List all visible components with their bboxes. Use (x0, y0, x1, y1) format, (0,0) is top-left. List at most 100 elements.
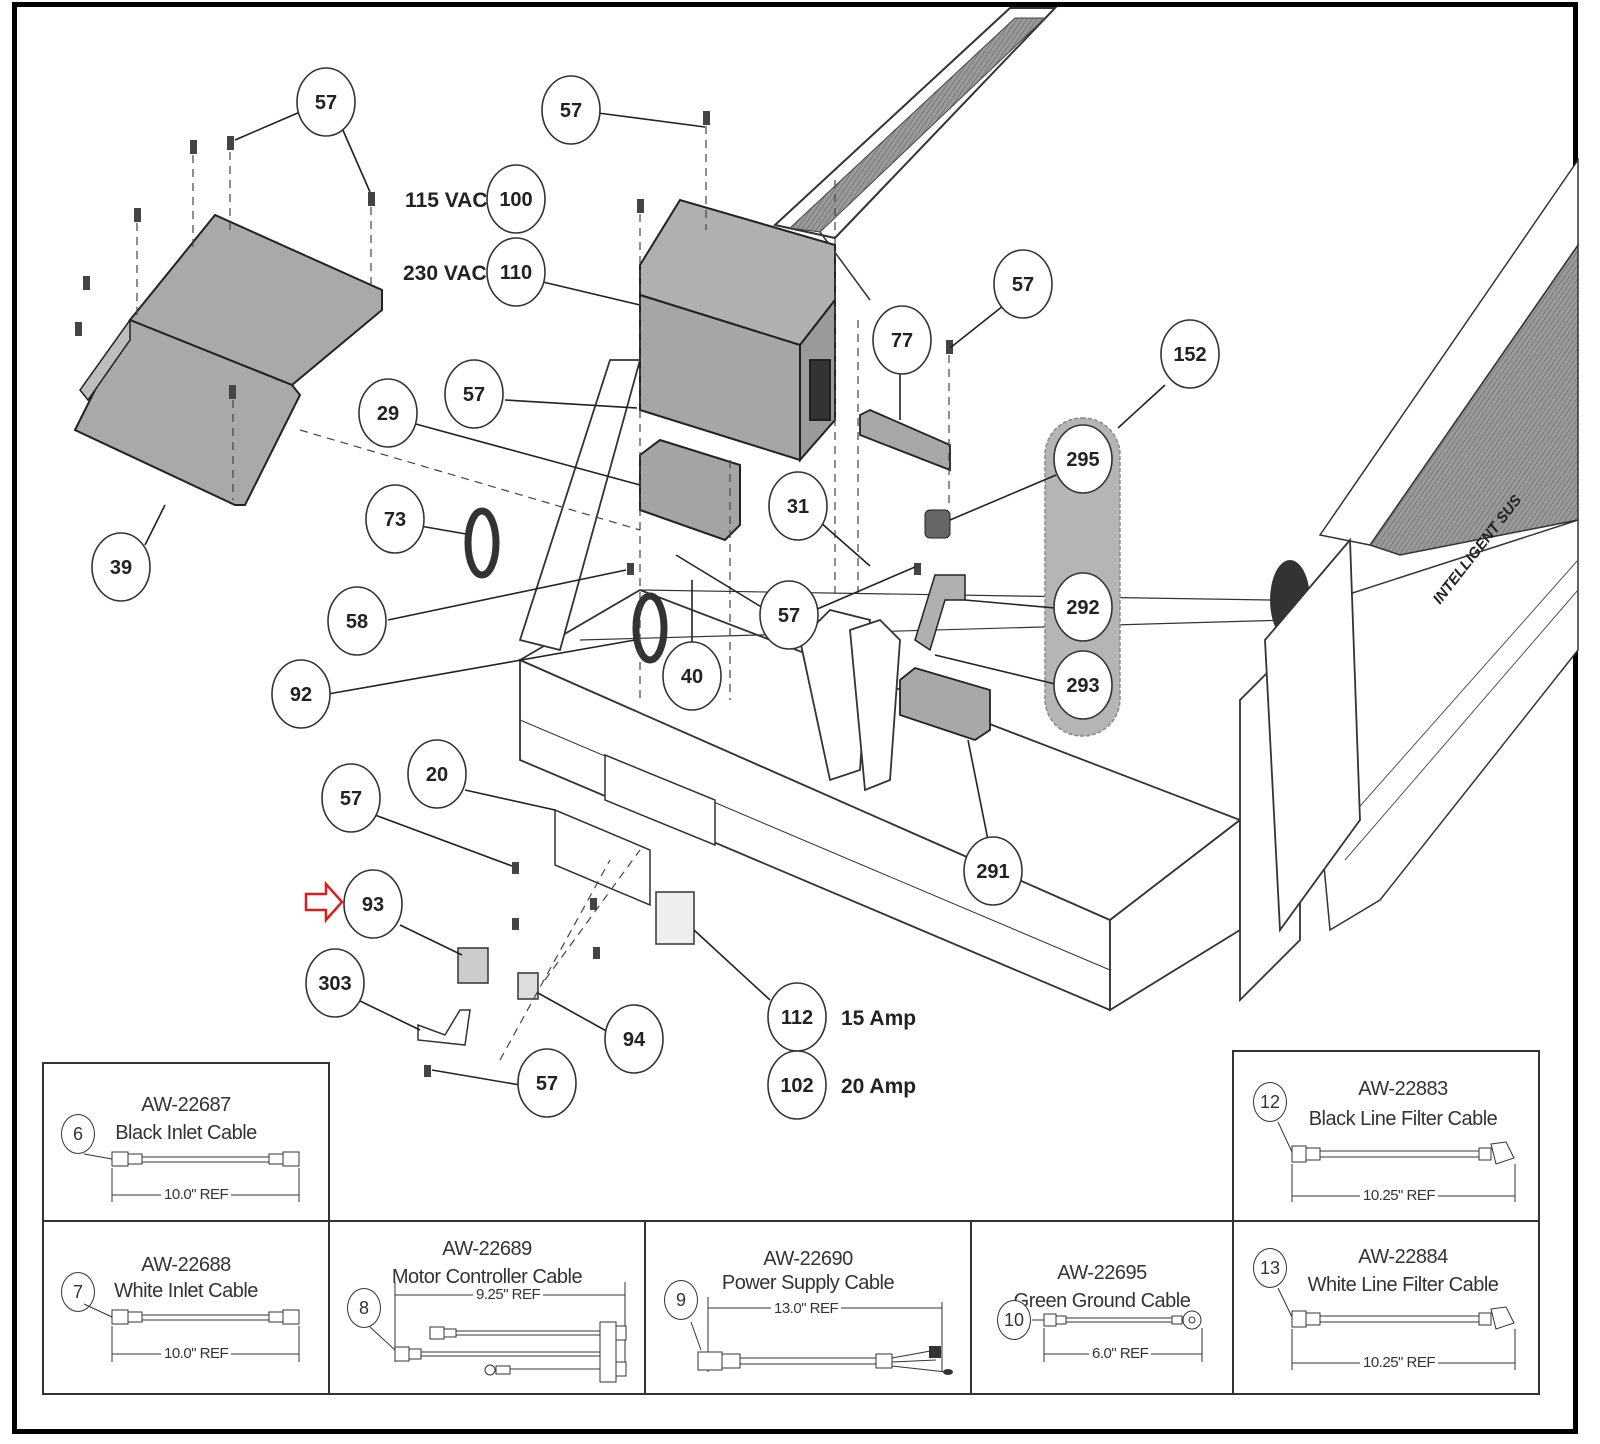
svg-text:31: 31 (787, 496, 809, 518)
svg-text:57: 57 (536, 1073, 558, 1095)
cable-length: 10.0" REF (161, 1345, 232, 1362)
callout-303[interactable]: 303 (305, 948, 365, 1018)
cable-icon (1032, 1310, 1203, 1362)
callout-110[interactable]: 110 (486, 237, 546, 307)
callout-94[interactable]: 94 (604, 1004, 664, 1074)
svg-text:102: 102 (780, 1075, 813, 1097)
cable-length: 9.25" REF (473, 1286, 544, 1303)
callout-57[interactable]: 57 (541, 75, 601, 145)
svg-text:295: 295 (1066, 449, 1099, 471)
svg-text:57: 57 (778, 605, 800, 627)
callout-291[interactable]: 291 (963, 836, 1023, 906)
callout-102[interactable]: 102 (767, 1050, 827, 1120)
svg-text:57: 57 (315, 92, 337, 114)
svg-text:100: 100 (499, 189, 532, 211)
cable-index-callout: 9 (664, 1280, 698, 1320)
part-77-bar (859, 409, 951, 472)
inlet-assembly (417, 753, 716, 1046)
cable-index-callout: 13 (1253, 1248, 1287, 1288)
cover-part-39 (73, 213, 383, 506)
callout-39[interactable]: 39 (91, 532, 151, 602)
highlight-arrow-icon (304, 880, 344, 924)
cable-name: White Inlet Cable (114, 1280, 258, 1302)
cable-part-number: AW-22689 (442, 1238, 532, 1260)
callout-293[interactable]: 293 (1053, 650, 1113, 720)
svg-text:57: 57 (1012, 274, 1034, 296)
cable-index-callout: 10 (997, 1300, 1031, 1340)
cable-cell: AW-22695 Green Ground Cable 10 6.0" REF (970, 1220, 1234, 1395)
callout-77[interactable]: 77 (872, 305, 932, 375)
cable-part-number: AW-22695 (1057, 1262, 1147, 1284)
cable-cell: AW-22690 Power Supply Cable 9 13.0" REF (644, 1220, 972, 1395)
cable-part-number: AW-22690 (763, 1248, 853, 1270)
callout-29[interactable]: 29 (358, 378, 418, 448)
callout-100[interactable]: 100 (486, 164, 546, 234)
callouts: 57 57 100 110 57 77 152 57 29 295 31 73 … (91, 67, 1220, 1120)
cable-cell: AW-22688 White Inlet Cable 7 10.0" REF (42, 1220, 330, 1395)
callout-73[interactable]: 73 (365, 484, 425, 554)
cable-part-number: AW-22687 (141, 1094, 231, 1116)
part-292-bracket (914, 574, 966, 652)
callout-152[interactable]: 152 (1160, 319, 1220, 389)
svg-text:40: 40 (681, 666, 703, 688)
callout-295[interactable]: 295 (1053, 424, 1113, 494)
svg-text:303: 303 (318, 973, 351, 995)
svg-text:292: 292 (1066, 597, 1099, 619)
cable-cell: AW-22689 Motor Controller Cable 8 9.25" … (328, 1220, 646, 1395)
svg-text:58: 58 (346, 611, 368, 633)
cable-icon (369, 1282, 627, 1383)
callout-92[interactable]: 92 (271, 659, 331, 729)
label-230-vac: 230 VAC (403, 262, 487, 285)
cable-length: 10.25" REF (1360, 1354, 1439, 1371)
cable-index-callout: 12 (1253, 1082, 1287, 1122)
assembly-lines (136, 126, 950, 1061)
cable-length: 10.25" REF (1360, 1187, 1439, 1204)
cable-part-number: AW-22883 (1358, 1078, 1448, 1100)
cable-name: Black Line Filter Cable (1308, 1108, 1498, 1130)
callout-292[interactable]: 292 (1053, 572, 1113, 642)
part-73-grommet (464, 507, 500, 579)
callout-31[interactable]: 31 (768, 471, 828, 541)
svg-text:20: 20 (426, 764, 448, 786)
callout-57[interactable]: 57 (759, 580, 819, 650)
cable-cell: AW-22687 Black Inlet Cable 6 10.0" REF (42, 1062, 330, 1222)
cable-length: 13.0" REF (771, 1300, 842, 1317)
callout-57[interactable]: 57 (296, 67, 356, 137)
svg-text:93: 93 (362, 894, 384, 916)
svg-text:112: 112 (781, 1007, 813, 1029)
cable-name: Black Inlet Cable (115, 1122, 257, 1144)
motor-controller-box (639, 198, 836, 463)
callout-93[interactable]: 93 (343, 869, 403, 939)
svg-text:291: 291 (976, 861, 1009, 883)
motor-pan-frame (518, 359, 1361, 1012)
leader-lines (144, 111, 1166, 1086)
callout-112[interactable]: 112 (767, 982, 827, 1052)
callout-40[interactable]: 40 (662, 641, 722, 711)
svg-text:92: 92 (290, 684, 312, 706)
cable-length: 6.0" REF (1089, 1345, 1152, 1362)
callout-58[interactable]: 58 (327, 586, 387, 656)
callout-20[interactable]: 20 (407, 739, 467, 809)
cable-index-callout: 7 (61, 1272, 95, 1312)
svg-text:57: 57 (560, 100, 582, 122)
cable-name: Green Ground Cable (1013, 1290, 1191, 1312)
svg-text:77: 77 (891, 330, 913, 352)
callout-57[interactable]: 57 (993, 249, 1053, 319)
svg-text:39: 39 (110, 557, 132, 579)
cable-name: White Line Filter Cable (1307, 1274, 1499, 1296)
cable-index-callout: 6 (61, 1114, 95, 1154)
treadmill-deck: INTELLIGENT SUS (772, 7, 1579, 932)
svg-text:94: 94 (623, 1029, 646, 1051)
part-291-filter (899, 667, 991, 741)
svg-text:110: 110 (500, 262, 532, 284)
cable-name: Power Supply Cable (721, 1272, 895, 1294)
part-40-grommet (632, 592, 668, 664)
label-115-vac: 115 VAC (405, 189, 488, 212)
label-20-amp: 20 Amp (841, 1075, 916, 1098)
callout-57[interactable]: 57 (444, 359, 504, 429)
callout-57[interactable]: 57 (517, 1048, 577, 1118)
callout-57[interactable]: 57 (321, 763, 381, 833)
cable-icon (83, 1303, 300, 1362)
cable-cell: AW-22883 Black Line Filter Cable 12 10.2… (1232, 1050, 1540, 1222)
